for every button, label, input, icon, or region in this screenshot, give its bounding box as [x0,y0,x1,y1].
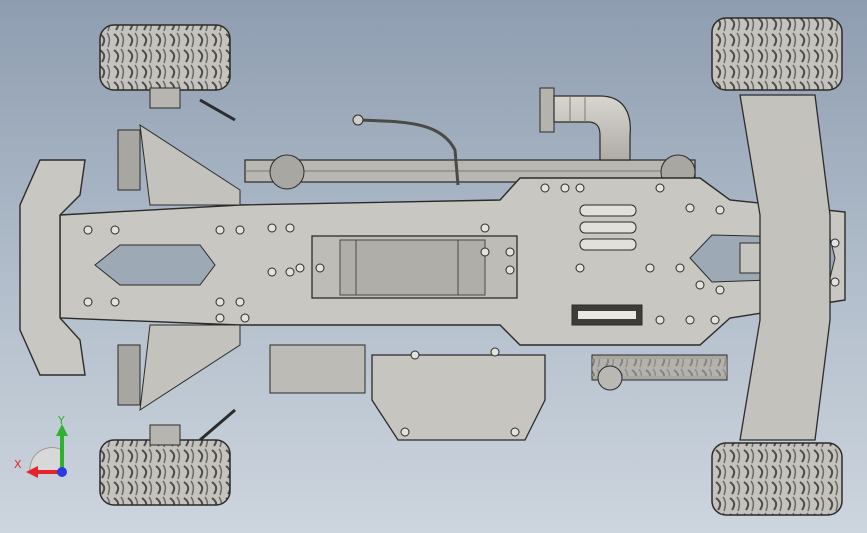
rear-right-wheel [711,442,843,516]
front-chassis-cutout [94,244,216,286]
screw-hole [490,347,500,357]
screw-hole [235,297,245,307]
screw-hole [215,225,225,235]
coordinate-triad: X Y [14,414,68,478]
x-axis-head [26,466,38,478]
screw-hole [315,263,325,273]
y-axis-label: Y [57,414,65,427]
front-left-wheel [99,24,231,109]
screw-hole [645,263,655,273]
chassis-screws [83,183,840,437]
antenna-cable [359,118,460,186]
front-bumper [19,159,86,376]
x-axis-label: X [14,458,22,471]
z-axis-dot [57,467,67,477]
screw-hole [830,238,840,248]
screw-hole [410,350,420,360]
screw-hole [685,315,695,325]
screw-hole [560,183,570,193]
screw-hole [655,315,665,325]
front-suspension-arms [117,98,241,442]
y-axis-head [56,424,68,436]
screw-hole [505,247,515,257]
screw-hole [480,247,490,257]
screw-hole [715,285,725,295]
screw-hole [267,267,277,277]
screw-hole [575,183,585,193]
screw-hole [267,223,277,233]
screw-hole [83,225,93,235]
exhaust-pipe [539,87,631,161]
rear-left-wheel [711,17,843,91]
lower-skid-plate [371,354,546,441]
screw-hole [715,205,725,215]
gearbox-spur-gear [591,354,728,391]
screw-hole [505,265,515,275]
screw-hole [710,315,720,325]
front-right-wheel [99,424,231,506]
screw-hole [575,263,585,273]
screw-hole [285,267,295,277]
screw-hole [655,183,665,193]
rear-suspension-tower [739,94,831,441]
chassis-slots [571,204,643,326]
screw-hole [83,297,93,307]
screw-hole [540,183,550,193]
screw-hole [285,223,295,233]
screw-hole [830,277,840,287]
screw-hole [400,427,410,437]
battery-pocket [311,235,518,299]
screw-hole [685,203,695,213]
screw-hole [295,263,305,273]
screw-hole [510,427,520,437]
screw-hole [240,313,250,323]
screw-hole [695,280,705,290]
screw-hole [215,297,225,307]
motor-box [269,344,366,394]
screw-hole [480,223,490,233]
screw-hole [675,263,685,273]
screw-hole [215,313,225,323]
screw-hole [110,297,120,307]
screw-hole [235,225,245,235]
screw-hole [110,225,120,235]
